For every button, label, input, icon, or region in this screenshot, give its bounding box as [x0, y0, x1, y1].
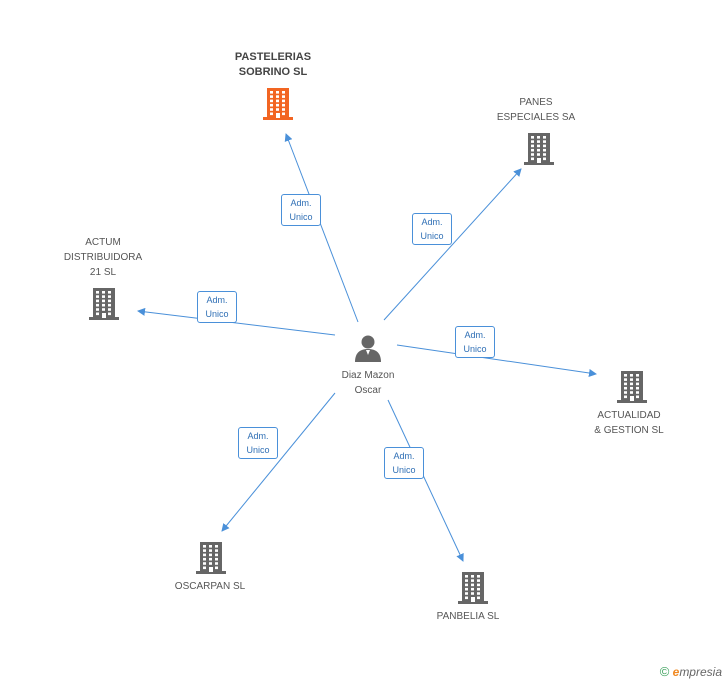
person-name[interactable]: Diaz Mazon Oscar — [341, 370, 395, 396]
person-icon[interactable] — [353, 333, 383, 368]
role-text: Unico — [420, 231, 444, 241]
company-name-panes[interactable]: PANES ESPECIALES SA — [496, 97, 576, 123]
role-text: Adm. — [290, 198, 312, 208]
edge-panbelia — [387, 399, 464, 562]
role-text: Unico — [289, 212, 313, 222]
edge-oscarpan — [221, 392, 336, 532]
brand-logo-initial: e — [672, 665, 680, 679]
role-text: Adm. — [464, 330, 486, 340]
role-badge-panes[interactable]: Adm. Unico — [412, 213, 452, 245]
role-text: Adm. — [421, 217, 443, 227]
brand-footer: © empresia — [660, 664, 722, 679]
role-text: Unico — [246, 445, 270, 455]
role-badge-actualidad[interactable]: Adm. Unico — [455, 326, 495, 358]
company-name-actum[interactable]: ACTUM DISTRIBUIDORA 21 SL — [63, 237, 143, 278]
company-name-panbelia[interactable]: PANBELIA SL — [436, 611, 500, 622]
role-badge-pastelerias[interactable]: Adm. Unico — [281, 194, 321, 226]
edge-actum — [137, 307, 336, 336]
company-name-pastelerias[interactable]: PASTELERIAS SOBRINO SL — [234, 51, 312, 78]
brand-logo-text: mpresia — [679, 665, 722, 679]
company-name-actualidad[interactable]: ACTUALIDAD & GESTION SL — [594, 410, 664, 436]
role-text: Unico — [205, 309, 229, 319]
building-icon[interactable] — [195, 540, 227, 579]
edge-pastelerias — [284, 133, 359, 323]
role-text: Adm. — [206, 295, 228, 305]
company-name-oscarpan[interactable]: OSCARPAN SL — [174, 581, 246, 592]
role-badge-actum[interactable]: Adm. Unico — [197, 291, 237, 323]
role-text: Unico — [463, 344, 487, 354]
building-icon[interactable] — [523, 131, 555, 170]
role-badge-oscarpan[interactable]: Adm. Unico — [238, 427, 278, 459]
copyright-icon: © — [659, 664, 670, 679]
building-icon[interactable] — [457, 570, 489, 609]
building-icon[interactable] — [88, 286, 120, 325]
role-text: Unico — [392, 465, 416, 475]
building-icon[interactable] — [262, 86, 294, 125]
edge-actualidad — [396, 344, 597, 377]
role-text: Adm. — [393, 451, 415, 461]
role-text: Adm. — [247, 431, 269, 441]
building-icon[interactable] — [616, 369, 648, 408]
edge-panes — [383, 168, 522, 321]
role-badge-panbelia[interactable]: Adm. Unico — [384, 447, 424, 479]
